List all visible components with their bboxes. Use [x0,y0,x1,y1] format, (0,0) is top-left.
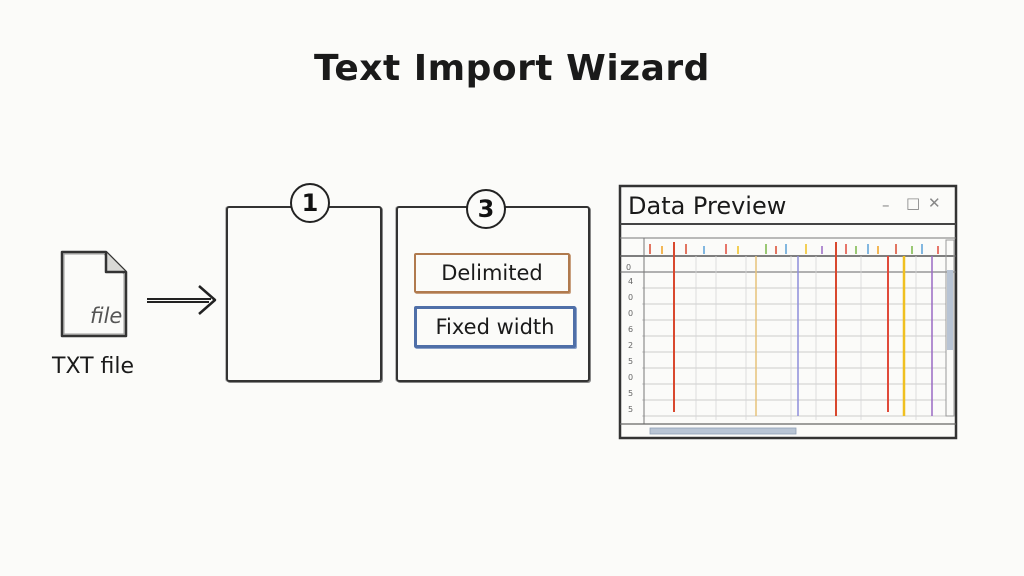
svg-text:0: 0 [628,293,633,302]
minimize-icon[interactable]: – [882,196,890,214]
delimited-option[interactable]: Delimited [414,253,570,293]
svg-text:5: 5 [628,357,633,366]
page-title: Text Import Wizard [314,48,710,89]
svg-text:4: 4 [628,277,633,286]
svg-text:0: 0 [628,373,633,382]
txt-file-label: TXT file [52,354,135,379]
svg-text:5: 5 [628,389,633,398]
svg-text:0: 0 [628,309,633,318]
fixed-width-option[interactable]: Fixed width [414,306,576,348]
file-icon: file [58,248,130,340]
data-preview-title: Data Preview [628,192,787,220]
svg-text:6: 6 [628,325,633,334]
step-1-badge: 1 [290,183,330,223]
right-arrow-icon [145,280,219,324]
file-icon-text: file [90,304,123,328]
svg-text:5: 5 [628,405,633,414]
svg-text:2: 2 [628,341,633,350]
close-icon[interactable]: ✕ [928,194,941,212]
step-3-badge: 3 [466,189,506,229]
step-3-panel [396,206,590,382]
svg-text:0: 0 [626,263,631,272]
maximize-icon[interactable]: □ [906,194,921,212]
step-1-panel [226,206,382,382]
data-preview-window: 0 4 0 0 6 2 5 0 5 5 [616,180,962,444]
